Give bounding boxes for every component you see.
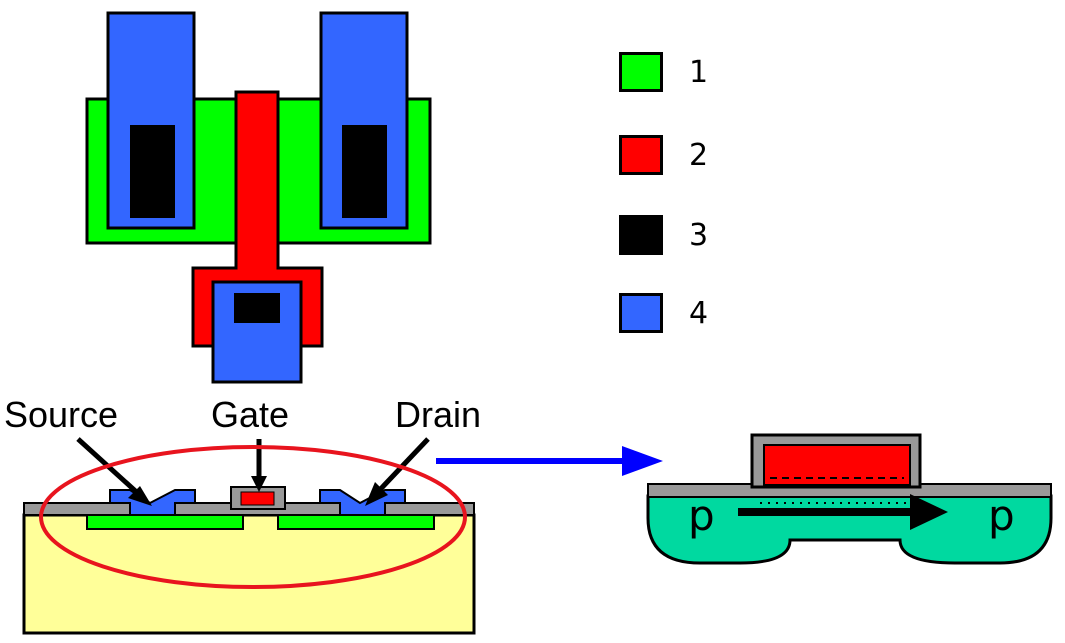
legend-item-4: 4: [619, 293, 779, 337]
legend-item-2: 2: [619, 135, 779, 179]
current-arrow-head: [910, 494, 948, 530]
zoom-arrow-head: [622, 446, 663, 476]
legend-label-2: 2: [689, 138, 709, 173]
legend-item-1: 1: [619, 52, 779, 96]
left-p-region-label: p: [688, 491, 715, 540]
contact-right: [342, 125, 387, 218]
legend-swatch-2: [619, 135, 663, 175]
contact-left: [130, 125, 175, 218]
source-diffusion: [86, 514, 244, 530]
substrate: [22, 513, 476, 635]
drain-diffusion: [277, 514, 435, 530]
gate-poly-section: [240, 491, 275, 506]
gate-label: Gate: [211, 394, 290, 435]
right-p-region-label: p: [988, 491, 1015, 540]
drain-pointer-head: [365, 482, 388, 506]
contact-bottom: [234, 293, 280, 323]
drain-label: Drain: [395, 394, 482, 435]
legend-item-3: 3: [619, 215, 779, 259]
legend-swatch-3: [619, 215, 663, 255]
gate-pointer-head: [251, 476, 267, 492]
legend-swatch-4: [619, 293, 663, 333]
legend-label-1: 1: [689, 55, 709, 90]
source-pointer-arrow: [76, 437, 144, 499]
source-label: Source: [4, 394, 119, 435]
legend-label-3: 3: [689, 218, 709, 253]
legend-swatch-1: [619, 52, 663, 92]
legend-label-4: 4: [689, 296, 709, 331]
highlight-ellipse: [39, 445, 467, 589]
source-pointer-head: [128, 486, 152, 506]
